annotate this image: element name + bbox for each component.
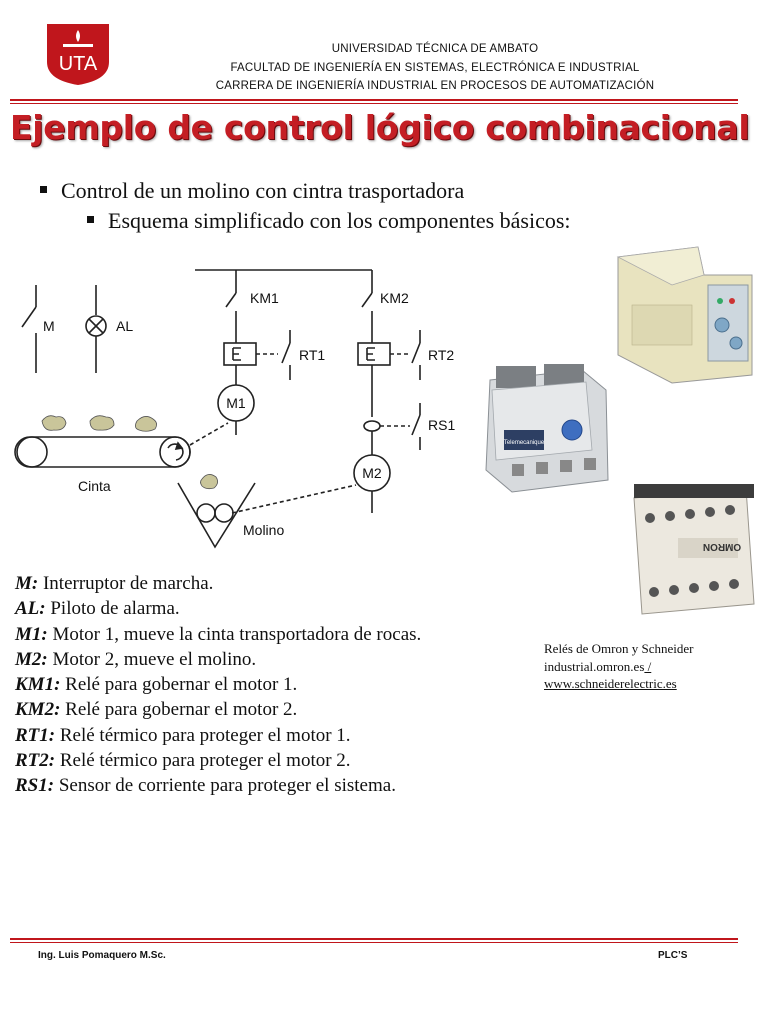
definition-row: RT1: Relé térmico para proteger el motor… bbox=[15, 723, 535, 748]
schneider-link[interactable]: www.schneiderelectric.es bbox=[544, 676, 677, 691]
definition-row: M2: Motor 2, mueve el molino. bbox=[15, 647, 535, 672]
career-name: CARRERA DE INGENIERÍA INDUSTRIAL EN PROC… bbox=[215, 80, 655, 92]
contactor-photo: OMRON bbox=[633, 484, 755, 615]
image-credit: Relés de Omron y Schneider industrial.om… bbox=[544, 640, 754, 693]
label-rt2: RT2 bbox=[428, 347, 454, 363]
definition-term: M2: bbox=[15, 648, 48, 670]
footer-author: Ing. Luis Pomaquero M.Sc. bbox=[38, 950, 166, 961]
definition-row: KM2: Relé para gobernar el motor 2. bbox=[15, 697, 535, 722]
definition-term: RS1: bbox=[15, 775, 55, 797]
page-title: Ejemplo de control lógico combinacional bbox=[10, 108, 750, 147]
university-logo: UTA bbox=[45, 22, 111, 86]
label-al: AL bbox=[116, 318, 133, 334]
definition-term: KM1: bbox=[15, 674, 61, 696]
omron-link[interactable]: industrial.omron.es bbox=[544, 658, 645, 674]
definition-desc: Relé para gobernar el motor 2. bbox=[60, 699, 298, 721]
bullet-level2: Esquema simplificado con los componentes… bbox=[87, 208, 571, 234]
definition-row: M1: Motor 1, mueve la cinta transportado… bbox=[15, 622, 535, 647]
bullet-square-icon bbox=[87, 216, 94, 224]
definition-term: M1: bbox=[15, 623, 48, 645]
definition-desc: Relé térmico para proteger el motor 1. bbox=[55, 724, 351, 746]
label-m1: M1 bbox=[226, 395, 246, 411]
label-cinta: Cinta bbox=[78, 478, 111, 494]
schneider-brand-label: Telemecanique bbox=[504, 440, 545, 446]
header-divider-thin bbox=[10, 103, 738, 104]
definition-row: AL: Piloto de alarma. bbox=[15, 596, 535, 621]
credit-separator: / bbox=[644, 658, 652, 674]
header-divider bbox=[10, 99, 738, 101]
definition-row: M: Interruptor de marcha. bbox=[15, 571, 535, 596]
label-m: M bbox=[43, 318, 55, 334]
thermal-relay-photo: Telemecanique bbox=[485, 364, 609, 493]
footer-divider bbox=[10, 938, 738, 940]
definition-row: KM1: Relé para gobernar el motor 1. bbox=[15, 672, 535, 697]
definition-desc: Sensor de corriente para proteger el sis… bbox=[54, 775, 396, 797]
definition-term: RT1: bbox=[15, 724, 56, 746]
bullet-level1: Control de un molino con cintra trasport… bbox=[40, 178, 464, 204]
definition-term: AL: bbox=[15, 598, 46, 620]
definition-desc: Relé térmico para proteger el motor 2. bbox=[55, 750, 351, 772]
definition-desc: Relé para gobernar el motor 1. bbox=[60, 674, 298, 696]
definition-row: RS1: Sensor de corriente para proteger e… bbox=[15, 773, 535, 798]
label-m2: M2 bbox=[362, 465, 382, 481]
footer-divider-thin bbox=[10, 942, 738, 943]
bullet-square-icon bbox=[40, 186, 47, 194]
definition-term: KM2: bbox=[15, 699, 61, 721]
definition-term: M: bbox=[15, 573, 39, 594]
component-definitions: M: Interruptor de marcha. AL: Piloto de … bbox=[15, 571, 535, 799]
label-km1: KM1 bbox=[250, 290, 279, 306]
faculty-name: FACULTAD DE INGENIERÍA EN SISTEMAS, ELEC… bbox=[230, 62, 640, 74]
label-molino: Molino bbox=[243, 522, 284, 538]
timer-relay-photo bbox=[616, 246, 753, 384]
bullet-text: Control de un molino con cintra trasport… bbox=[61, 178, 465, 203]
circuit-diagram: M AL KM1 KM2 RT1 RT2 RS1 M1 M2 Cinta Mol… bbox=[14, 269, 455, 549]
definition-row: RT2: Relé térmico para proteger el motor… bbox=[15, 748, 535, 773]
university-name: UNIVERSIDAD TÉCNICA DE AMBATO bbox=[331, 43, 539, 55]
label-rs1: RS1 bbox=[428, 417, 455, 433]
logo-text: UTA bbox=[59, 53, 98, 75]
definition-term: RT2: bbox=[15, 750, 56, 772]
footer-course: PLC’S bbox=[658, 950, 688, 961]
definition-desc: Piloto de alarma. bbox=[45, 598, 180, 620]
omron-brand-label: OMRON bbox=[703, 541, 741, 552]
label-rt1: RT1 bbox=[299, 347, 325, 363]
bullet-text: Esquema simplificado con los componentes… bbox=[108, 208, 571, 233]
definition-desc: Interruptor de marcha. bbox=[38, 573, 214, 594]
credit-text: Relés de Omron y Schneider bbox=[544, 641, 694, 656]
definition-desc: Motor 1, mueve la cinta transportadora d… bbox=[47, 623, 422, 645]
label-km2: KM2 bbox=[380, 290, 409, 306]
definition-desc: Motor 2, mueve el molino. bbox=[47, 648, 257, 670]
